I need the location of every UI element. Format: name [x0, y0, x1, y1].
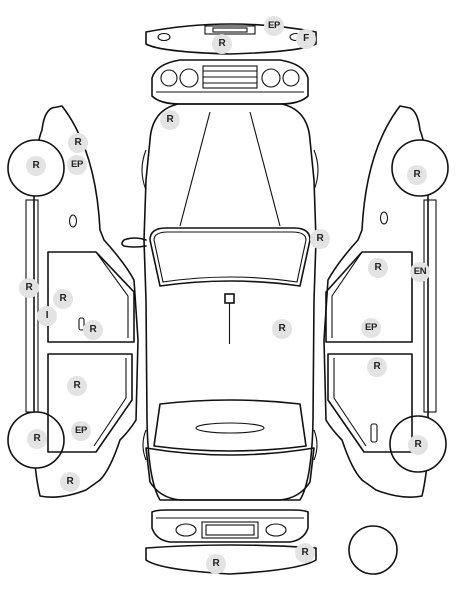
marker-rear-bumper-r[interactable]: R [206, 554, 226, 574]
marker-left-rocker-r[interactable]: R [19, 278, 39, 298]
marker-left-front-door-handle-r[interactable]: R [83, 320, 103, 340]
marker-front-bumper-r[interactable]: R [212, 34, 232, 54]
marker-rear-bumper-corner-r[interactable]: R [295, 543, 315, 563]
marker-right-mirror-r[interactable]: R [310, 229, 330, 249]
marker-right-rear-wheel-r[interactable]: R [408, 435, 428, 455]
marker-left-rear-wheel-r[interactable]: R [27, 429, 47, 449]
marker-right-front-door-r[interactable]: R [368, 258, 388, 278]
marker-left-front-fender-r[interactable]: R [68, 133, 88, 153]
marker-left-rear-door-ep[interactable]: EP [71, 421, 91, 441]
marker-front-bumper-f[interactable]: F [296, 29, 316, 49]
marker-front-bumper-ep[interactable]: EP [264, 16, 284, 36]
marker-left-rear-door-r[interactable]: R [67, 376, 87, 396]
right-side-view[interactable] [323, 105, 449, 498]
marker-left-rear-quarter-r[interactable]: R [60, 472, 80, 492]
marker-right-front-door-handle-ep[interactable]: EP [361, 318, 381, 338]
rear-view[interactable] [151, 509, 309, 543]
marker-left-front-fender-ep[interactable]: EP [67, 155, 87, 175]
marker-left-front-door-r[interactable]: R [53, 289, 73, 309]
car-top-view[interactable] [121, 103, 330, 501]
marker-right-rear-door-r[interactable]: R [367, 357, 387, 377]
marker-left-front-door-i[interactable]: I [37, 306, 57, 326]
marker-hood-r[interactable]: R [160, 110, 180, 130]
front-view[interactable] [151, 59, 309, 105]
marker-right-rocker-en[interactable]: EN [410, 262, 430, 282]
marker-left-front-wheel-r[interactable]: R [26, 156, 46, 176]
marker-roof-r[interactable]: R [272, 319, 292, 339]
spare-tire[interactable] [348, 525, 398, 575]
rear-bumper[interactable] [145, 544, 317, 575]
marker-right-front-wheel-r[interactable]: R [407, 165, 427, 185]
